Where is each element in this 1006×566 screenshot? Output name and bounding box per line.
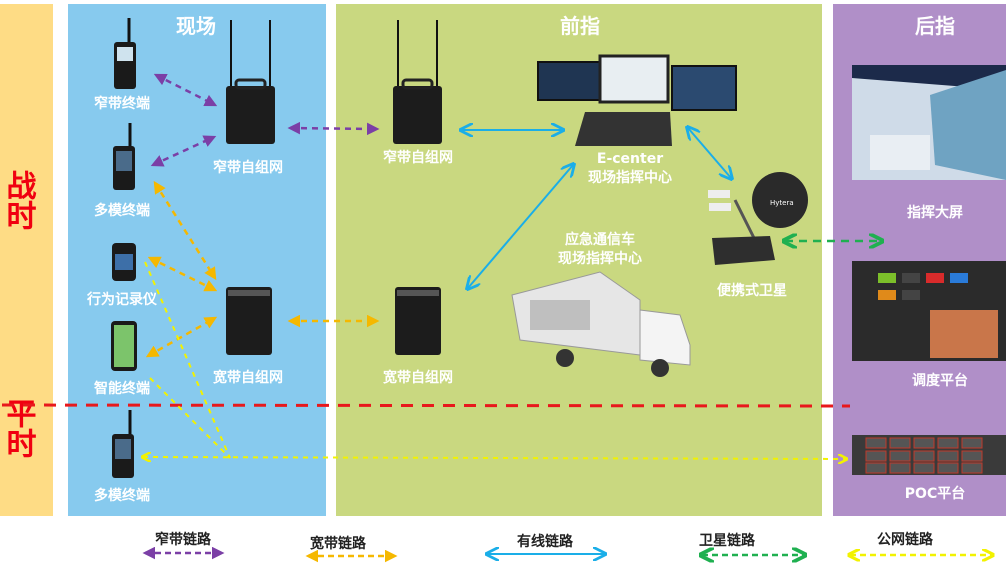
link-broadband-ecenter [468,165,573,288]
satellite-brand-logo: Hytera [770,199,794,207]
body-camera-icon [112,243,136,281]
ecenter-laptop-icon [537,54,737,146]
war-peace-divider [1,403,851,408]
multimode-terminal-peace-label: 多模终端 [94,487,150,504]
link-narrowband-mesh-front [287,121,380,136]
field-broadband-mesh-label: 宽带自组网 [213,369,283,386]
front-narrowband-mesh-icon [393,20,442,144]
emergency-vehicle-icon [511,271,691,377]
portable-satellite-icon: Hytera [708,172,808,265]
ecenter-label-line2: 现场指挥中心 [588,169,672,186]
smart-terminal-label: 智能终端 [93,380,150,397]
link-narrowband-terminal-mesh [153,73,218,107]
section-title-front: 前指 [560,14,600,38]
dispatch-platform-image [852,261,1006,361]
link-ecenter-satellite [688,128,731,178]
command-big-screen-image [852,65,1006,180]
front-broadband-mesh-label: 宽带自组网 [383,369,453,386]
body-camera-label: 行为记录仪 [86,291,158,308]
smart-terminal-icon [111,321,137,371]
legend-label-wired: 有线链路 [517,533,574,550]
narrowband-terminal-icon [114,18,136,89]
poc-server-image [852,435,1006,475]
legend: 窄带链路 宽带链路 有线链路 卫星链路 公网链路 [142,531,992,556]
front-narrowband-mesh-label: 窄带自组网 [383,149,453,166]
field-panel [68,4,326,516]
multimode-terminal-icon [113,123,135,190]
link-public-poc [143,457,846,459]
legend-label-public: 公网链路 [877,531,934,548]
front-broadband-mesh-icon [395,287,441,355]
multimode-terminal-label: 多模终端 [94,202,150,219]
portable-satellite-label: 便携式卫星 [717,282,787,299]
field-broadband-mesh-icon [226,287,272,355]
field-narrowband-mesh-label: 窄带自组网 [213,159,283,176]
link-smart-broadband-mesh [145,316,218,358]
link-public-smart [149,377,231,459]
link-bodycam-broadband-mesh [147,256,218,292]
dispatch-platform-label: 调度平台 [912,372,968,389]
legend-label-broadband: 宽带链路 [310,535,367,552]
section-title-rear: 后指 [915,14,955,38]
section-title-field: 现场 [176,14,216,38]
era-strip [0,4,53,516]
legend-label-satellite: 卫星链路 [699,532,756,549]
poc-platform-label: POC平台 [905,485,965,502]
multimode-terminal-peace-icon [112,410,134,478]
vehicle-label-line2: 现场指挥中心 [558,250,642,267]
ecenter-label-line1: E-center [597,151,663,167]
narrowband-terminal-label: 窄带终端 [94,95,150,112]
legend-label-narrowband: 窄带链路 [155,531,212,548]
link-multimode-narrowband-mesh [150,135,217,167]
vehicle-label-line1: 应急通信车 [565,231,635,248]
wartime-label: 战时 [1,170,36,230]
peacetime-label: 平时 [1,398,36,458]
field-narrowband-mesh-icon [226,20,275,144]
command-big-screen-label: 指挥大屏 [907,204,963,221]
